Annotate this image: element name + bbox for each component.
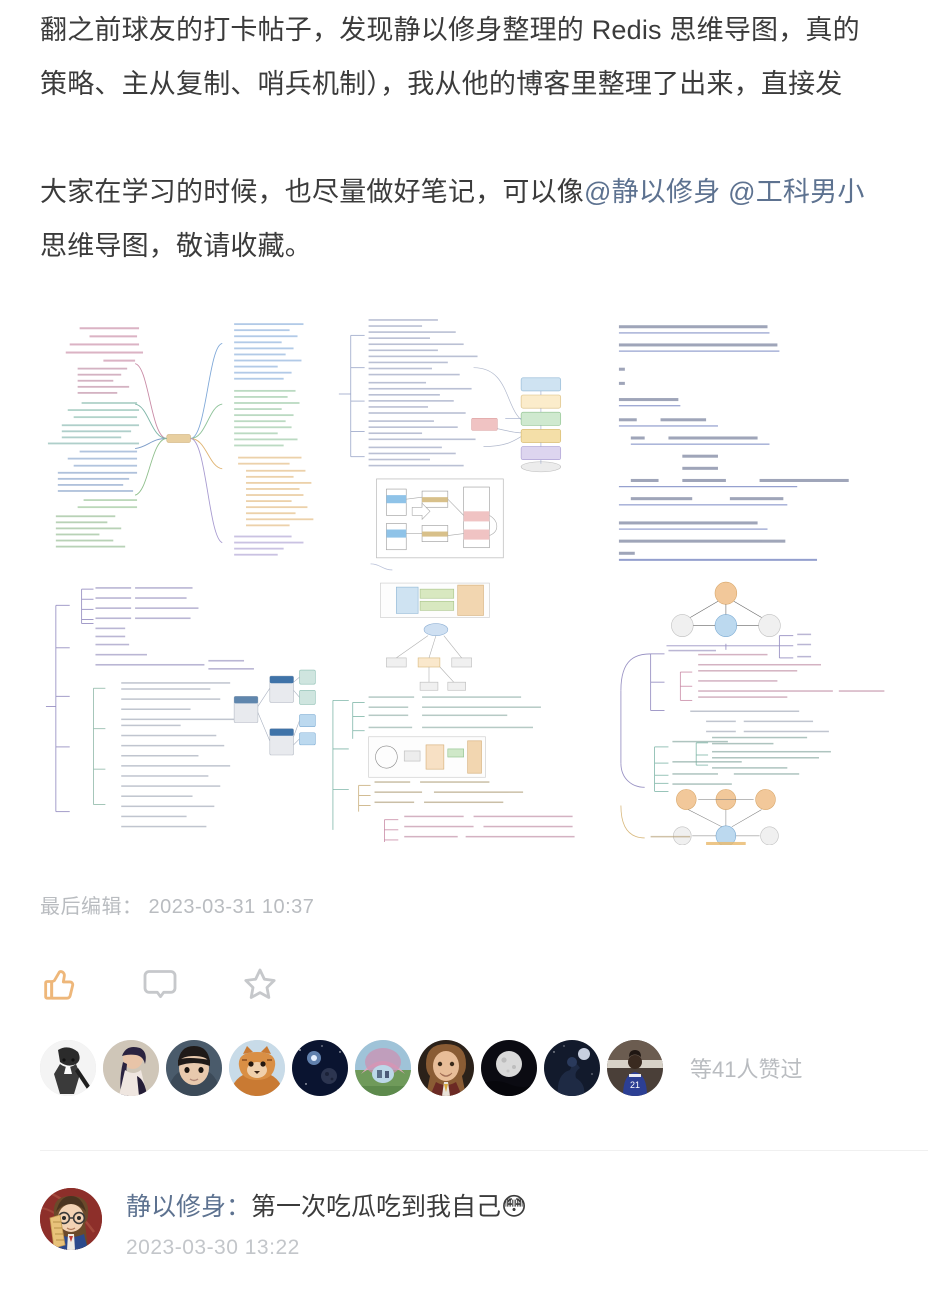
comment-username[interactable]: 静以修身： <box>126 1193 252 1221</box>
post-paragraph-2-line-2: 思维导图，敬请收藏。 <box>40 231 312 261</box>
avatar-moon-night[interactable] <box>481 1040 537 1096</box>
comment-text-line: 静以修身：第一次吃瓜吃到我自己😳 <box>126 1190 527 1224</box>
post-paragraph-2-line-1: 大家在学习的时候，也尽量做好笔记，可以像@静以修身 @工科男小 <box>40 165 865 219</box>
document-text-graphic <box>610 305 888 573</box>
avatar-image <box>481 1040 537 1096</box>
avatar-person-night[interactable] <box>544 1040 600 1096</box>
post-paragraph-2-prefix: 大家在学习的时候，也尽量做好笔记，可以像 <box>40 177 584 207</box>
gallery-image-screenshot-redis-notes-text[interactable] <box>610 305 888 573</box>
comment-item: 静以修身：第一次吃瓜吃到我自己😳 2023-03-30 13:22 <box>40 1188 527 1260</box>
avatar-image <box>292 1040 348 1096</box>
gallery-image-mindmap-redis-cache[interactable] <box>325 577 603 845</box>
avatar-space-planet[interactable] <box>292 1040 348 1096</box>
mindmap-purple-graphic <box>40 577 318 845</box>
mindmap-flowchart-graphic <box>325 305 603 573</box>
comment-body: 静以修身：第一次吃瓜吃到我自己😳 2023-03-30 13:22 <box>126 1188 527 1260</box>
comment-timestamp: 2023-03-30 13:22 <box>126 1236 300 1259</box>
last-edited-meta: 最后编辑：2023-03-31 10:37 <box>40 890 314 919</box>
avatar-image <box>103 1040 159 1096</box>
avatar-image <box>40 1040 96 1096</box>
favorite-button[interactable] <box>240 958 296 1010</box>
avatar-image <box>229 1040 285 1096</box>
avatar-smiling-girl[interactable] <box>418 1040 474 1096</box>
post-image-gallery <box>40 305 888 845</box>
last-edited-label: 最后编辑： <box>40 896 143 918</box>
avatar-image <box>418 1040 474 1096</box>
avatar-image <box>166 1040 222 1096</box>
gallery-image-mindmap-redis-expiry[interactable] <box>40 577 318 845</box>
mention-link-jingyixiushen[interactable]: @静以修身 <box>584 177 721 207</box>
post-paragraph-2: 大家在学习的时候，也尽量做好笔记，可以像@静以修身 @工科男小 思维导图，敬请收… <box>40 165 865 273</box>
star-icon <box>244 968 276 999</box>
avatar-basketball-player[interactable]: 21 <box>607 1040 663 1096</box>
section-divider <box>40 1150 928 1151</box>
gallery-image-mindmap-redis-sentinel[interactable] <box>610 577 888 845</box>
last-edited-time: 2023-03-31 10:37 <box>148 896 315 918</box>
post-action-bar <box>40 958 340 1010</box>
avatar-image <box>544 1040 600 1096</box>
post-paragraph-1-line-1: 翻之前球友的打卡帖子，发现静以修身整理的 Redis 思维导图，真的 <box>40 15 860 45</box>
avatar-image <box>40 1188 102 1250</box>
avatar-garden-arch[interactable] <box>355 1040 411 1096</box>
avatar-anime-sketch[interactable] <box>40 1040 96 1096</box>
likers-count-text: 等41人赞过 <box>690 1057 803 1082</box>
gallery-image-mindmap-redis-overview[interactable] <box>40 305 318 573</box>
comment-button[interactable] <box>140 958 196 1010</box>
avatar-image <box>355 1040 411 1096</box>
post-paragraph-1-line-2: 策略、主从复制、哨兵机制），我从他的博客里整理了出来，直接发 <box>40 69 843 99</box>
mindmap-green-graphic <box>325 577 603 845</box>
avatar-image: 21 <box>607 1040 663 1096</box>
avatar-cartoon-detective[interactable] <box>40 1188 102 1250</box>
comment-bubble-icon <box>143 970 177 999</box>
like-button[interactable] <box>40 958 96 1010</box>
comment-emoji: 😳 <box>501 1193 528 1221</box>
comment-text: 第一次吃瓜吃到我自己 <box>251 1193 502 1221</box>
post-paragraph-1: 翻之前球友的打卡帖子，发现静以修身整理的 Redis 思维导图，真的 策略、主从… <box>40 3 860 111</box>
avatar-tiger-hoodie[interactable] <box>229 1040 285 1096</box>
mindmap-nodes-graphic <box>610 577 888 845</box>
mention-link-gongkenan[interactable]: @工科男小 <box>728 177 865 207</box>
svg-text:21: 21 <box>630 1080 640 1090</box>
avatar-girl-dark-hair[interactable] <box>103 1040 159 1096</box>
thumbs-up-icon <box>44 970 75 1000</box>
avatar-child-hood[interactable] <box>166 1040 222 1096</box>
gallery-image-mindmap-redis-persistence[interactable] <box>325 305 603 573</box>
mindmap-multicolor-graphic <box>40 305 318 573</box>
likers-row: 21 等41人赞过 <box>40 1040 802 1096</box>
